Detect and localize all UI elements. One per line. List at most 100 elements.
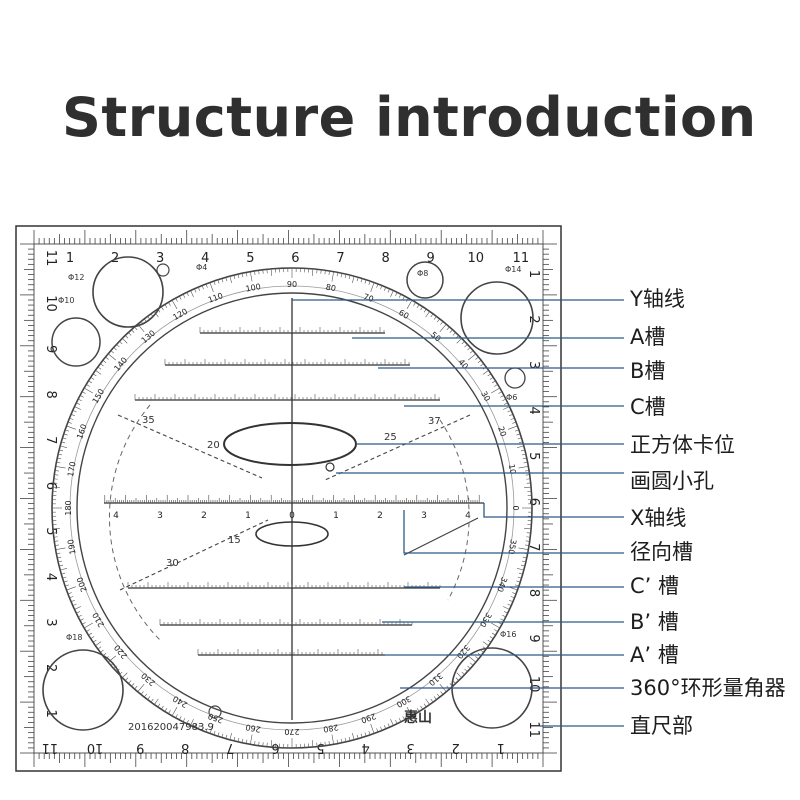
protractor-inner-ring [76, 292, 508, 724]
protractor-tick [56, 461, 61, 464]
protractor-tick [122, 672, 128, 678]
ruler-number: 8 [526, 589, 541, 597]
protractor-tick [433, 316, 437, 320]
protractor-tick [517, 576, 522, 579]
label-b-slot: B槽 [630, 359, 666, 383]
protractor-tick [88, 380, 93, 384]
protractor-tick [119, 341, 123, 345]
protractor-tick [113, 347, 117, 351]
protractor-tick [144, 318, 147, 323]
protractor-tick [522, 457, 527, 460]
protractor-tick [430, 698, 434, 703]
protractor-tick [518, 572, 523, 575]
label-x-axis: X轴线 [630, 506, 687, 530]
protractor-tick [78, 614, 82, 618]
protractor-tick [144, 693, 147, 698]
protractor-tick [518, 466, 529, 469]
slot-number: 35 [142, 415, 155, 426]
ruler-number: 3 [407, 740, 415, 755]
protractor-tick [491, 380, 496, 384]
slot-number: 37 [428, 416, 441, 427]
protractor-tick [59, 564, 64, 567]
hole-label: Φ8 [417, 269, 428, 278]
protractor-tick [179, 716, 182, 721]
protractor-tick [140, 691, 144, 695]
protractor-tick [467, 665, 471, 669]
protractor-number: 270 [284, 727, 299, 736]
protractor-tick [356, 734, 359, 739]
protractor-tick [446, 326, 450, 331]
protractor-tick [467, 353, 477, 361]
x-axis-number: 3 [421, 511, 427, 521]
protractor-number: 260 [245, 722, 262, 734]
protractor-tick [500, 395, 505, 398]
protractor-tick [430, 313, 434, 318]
protractor-tick [54, 470, 59, 472]
protractor-tick [157, 308, 161, 313]
protractor-number: 20 [496, 425, 508, 438]
ruler-number: 2 [452, 740, 460, 755]
protractor-tick [480, 649, 484, 653]
protractor-tick [525, 474, 530, 476]
protractor-tick [70, 599, 75, 603]
protractor-tick [502, 398, 506, 402]
guide-line [324, 414, 471, 481]
leader-radial [403, 510, 624, 554]
label-a-slot: A槽 [630, 325, 666, 349]
ruler-number: 2 [43, 664, 58, 672]
protractor-tick [69, 417, 74, 420]
protractor-tick [503, 402, 508, 405]
protractor-tick [128, 680, 132, 684]
ruler-ticks-right [543, 243, 557, 754]
protractor-tick [179, 295, 182, 300]
protractor-tick [52, 486, 60, 488]
protractor-number: 0 [511, 505, 520, 510]
protractor-tick [164, 707, 168, 712]
inner-dashed-arc [439, 419, 470, 601]
ruler-number: 3 [156, 251, 164, 266]
protractor-tick [336, 272, 339, 277]
protractor-tick [331, 734, 334, 745]
protractor-tick [487, 639, 492, 643]
ruler-number: 6 [526, 498, 541, 506]
ruler-number: 5 [316, 740, 324, 755]
protractor-tick [455, 677, 459, 681]
protractor-tick [523, 461, 528, 464]
protractor-tick [67, 421, 72, 424]
ruler-number: 1 [497, 740, 505, 755]
protractor-tick [425, 698, 430, 705]
protractor-tick [134, 326, 138, 331]
protractor-tick [500, 618, 505, 621]
protractor-tick [92, 373, 97, 377]
protractor-tick [100, 649, 104, 653]
protractor-tick [508, 425, 518, 430]
serial-number: 201620047983.9 [128, 722, 214, 733]
protractor-tick [72, 603, 77, 606]
protractor-tick [84, 387, 93, 394]
slots [127, 327, 441, 656]
protractor-tick [487, 373, 492, 377]
protractor-tick [512, 421, 517, 424]
ruler-number: 6 [291, 251, 299, 266]
protractor-tick [348, 275, 351, 280]
drawing-small-hole [325, 462, 335, 472]
protractor-tick [452, 332, 456, 336]
protractor-tick [182, 718, 186, 722]
protractor-tick [324, 270, 326, 275]
x-axis-number: 4 [113, 511, 119, 521]
protractor-tick [125, 677, 129, 681]
label-ruler-part: 直尺部 [630, 714, 693, 738]
protractor-tick [520, 564, 525, 567]
protractor-tick [63, 433, 68, 436]
protractor-tick [525, 540, 530, 542]
protractor-tick [440, 691, 444, 695]
slot-number: 15 [228, 535, 241, 546]
protractor-tick [137, 683, 145, 693]
protractor-tick [131, 683, 135, 687]
protractor-tick [518, 547, 529, 550]
protractor-tick [525, 544, 530, 546]
protractor-tick [60, 445, 68, 448]
protractor-tick [258, 741, 260, 746]
hole-top-right-small [406, 261, 444, 299]
